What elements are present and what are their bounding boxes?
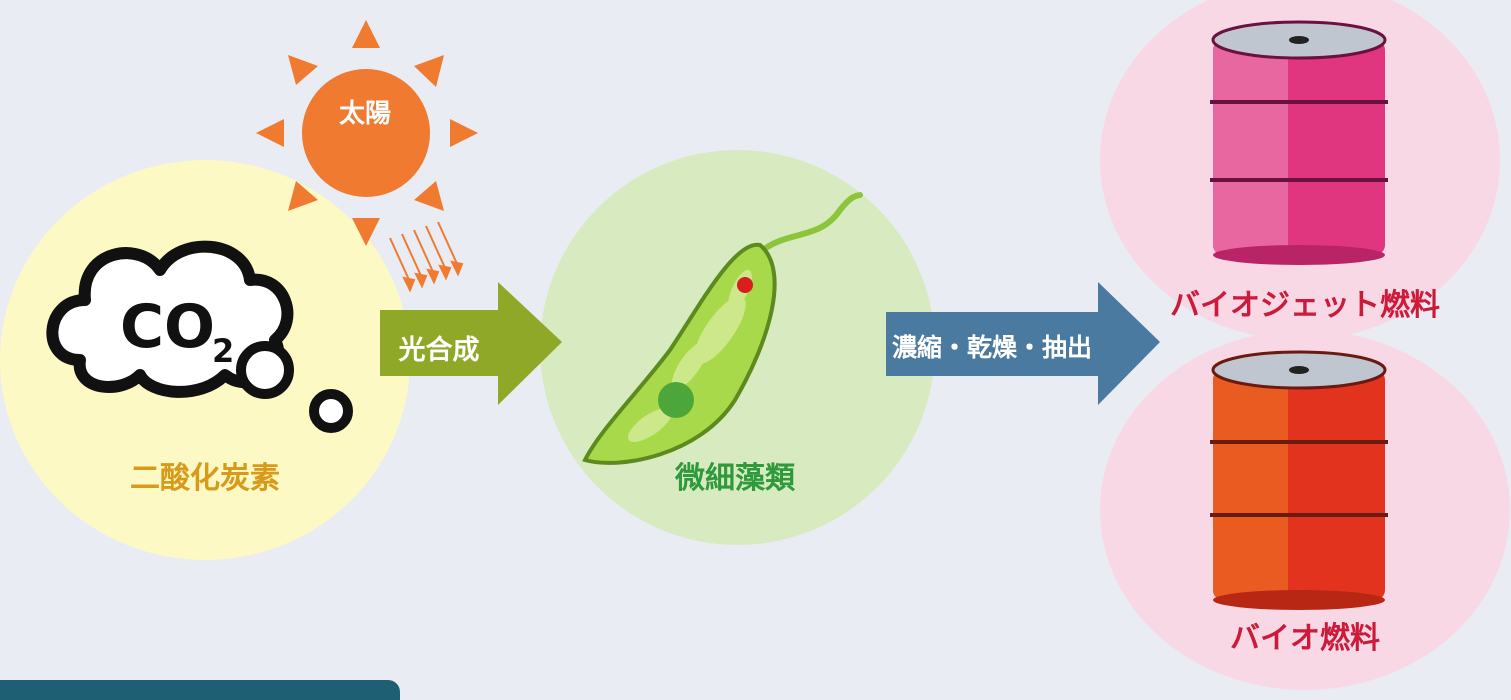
jet-fuel-barrel-icon (1210, 20, 1388, 265)
co2-text: CO (120, 292, 215, 362)
photosynthesis-label: 光合成 (398, 335, 480, 366)
co2-subscript: 2 (212, 332, 234, 370)
bio-fuel-label: バイオ燃料 (1230, 621, 1380, 656)
sun-label: 太陽 (338, 99, 391, 129)
processing-label: 濃縮・乾燥・抽出 (891, 333, 1092, 362)
sunlight-rays-icon (389, 221, 464, 293)
footer-bar (0, 680, 400, 700)
bio-fuel-barrel-icon (1210, 350, 1388, 610)
co2-label: 二酸化炭素 (130, 461, 280, 496)
processing-arrow (886, 282, 1160, 405)
euglena-icon (582, 192, 863, 465)
jet-fuel-label: バイオジェット燃料 (1170, 288, 1440, 323)
co2-cloud-icon: CO 2 (46, 240, 353, 433)
algae-label: 微細藻類 (675, 461, 795, 496)
sun-icon (256, 20, 478, 246)
photosynthesis-arrow (380, 282, 562, 405)
